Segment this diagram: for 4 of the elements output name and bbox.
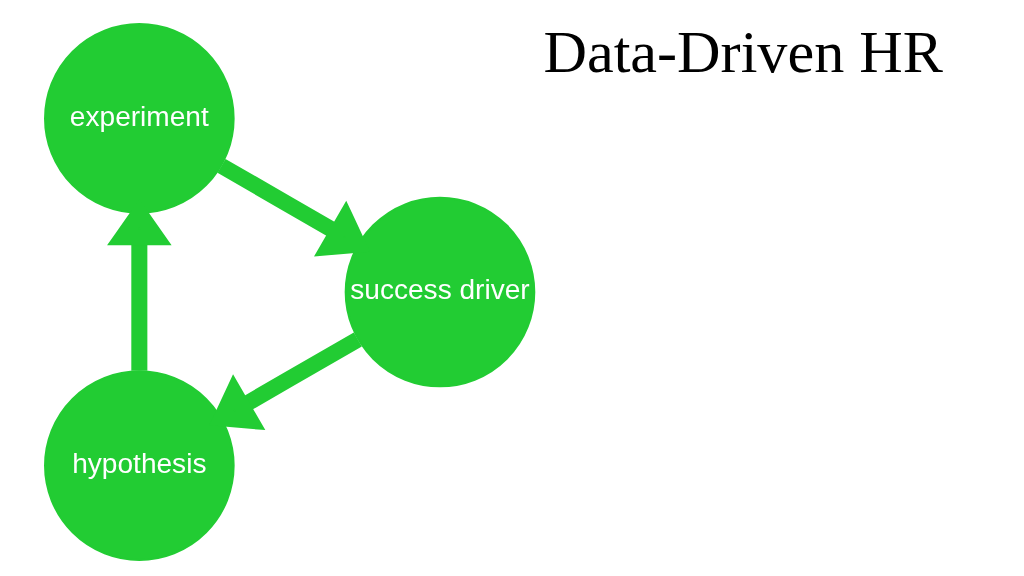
- node-circle: success driver: [344, 196, 535, 388]
- label: Data-Driven HR: [542, 18, 943, 86]
- node-circle: experiment: [43, 23, 235, 214]
- node-circle: hypothesis: [43, 370, 235, 561]
